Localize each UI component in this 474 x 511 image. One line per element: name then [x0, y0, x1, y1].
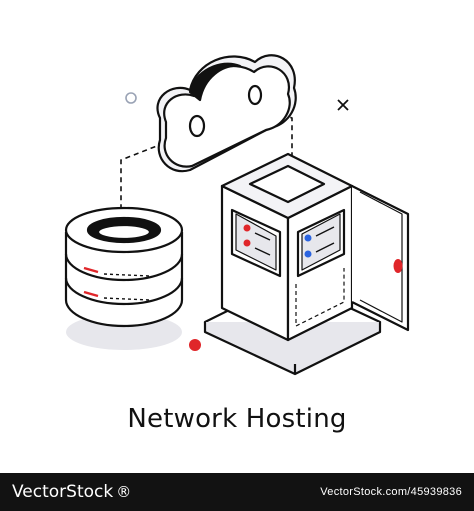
- network-hosting-illustration: [64, 54, 410, 376]
- registered-mark: ®: [116, 483, 132, 501]
- decor-red-dot: [189, 339, 201, 351]
- decor-cross-icon: [337, 99, 349, 111]
- image-credit: VectorStock.com/45939836: [320, 486, 462, 498]
- database-icon: [64, 206, 184, 350]
- footer-bar: VectorStock ® VectorStock.com/45939836: [0, 473, 474, 511]
- illustration-caption: Network Hosting: [127, 404, 347, 434]
- brand-logo: VectorStock ®: [12, 482, 131, 502]
- server-rack-icon: [203, 152, 410, 376]
- decor-small-circle: [125, 92, 137, 104]
- cloud-icon: [156, 54, 297, 173]
- brand-name: VectorStock: [12, 482, 114, 502]
